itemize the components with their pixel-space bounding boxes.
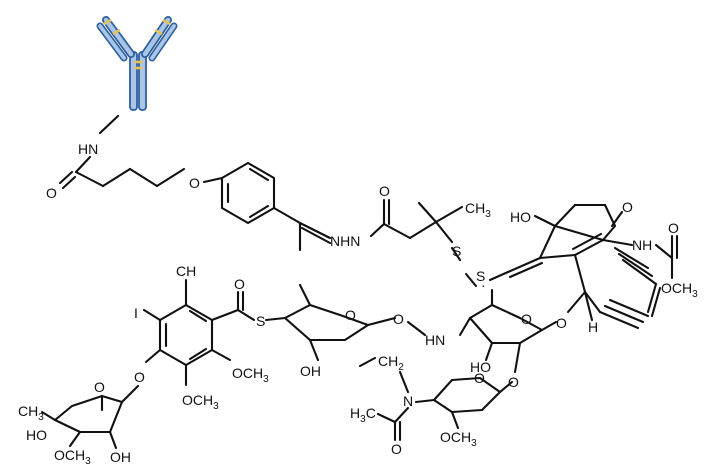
sulfur-1-label: S <box>452 243 461 259</box>
iodine-label: I <box>134 305 138 321</box>
sugar-b-ho-label: HO <box>470 359 491 375</box>
enediyne-core <box>533 203 662 330</box>
ketone-o-label: O <box>622 199 633 215</box>
hydrazone-bonds <box>272 198 464 252</box>
ethylamino-bonds <box>358 356 436 442</box>
thio-o-label: O <box>234 276 245 292</box>
phenoxy-o-label: O <box>189 175 200 191</box>
aryl-methyl-label: CH <box>176 263 196 279</box>
sugar-b-ring <box>458 288 558 374</box>
carbamate-och3-label: OCH3 <box>661 280 698 300</box>
sugar-a-ring-o-label: O <box>345 307 356 323</box>
linker-bonds <box>58 114 224 190</box>
aryl-och3-1-label: OCH3 <box>232 365 269 385</box>
sugar-b-methyl-label: · <box>481 277 486 293</box>
phenyl-ring <box>220 161 276 225</box>
sugar-a-ring <box>264 283 427 362</box>
sulfur-2-label: S <box>476 268 485 284</box>
amide-nh-label: HN <box>78 141 98 157</box>
sugar-b-o-label: O <box>508 374 519 390</box>
sugar-d-methyl-label: CH3 <box>18 403 44 423</box>
core-h-label: H <box>588 319 598 335</box>
hydrazide-o-label: O <box>379 183 390 199</box>
acetyl-o-label: O <box>391 441 402 457</box>
sugar-a-link-o-label: O <box>393 311 404 327</box>
thio-s-label: S <box>256 313 265 329</box>
sugar-a-oh-label: OH <box>300 363 321 379</box>
aryl-ring <box>142 278 232 387</box>
sugar-b-ring-o-label: O <box>521 311 532 327</box>
thioester-bonds <box>210 290 256 322</box>
sugar-d-oh-label: OH <box>110 449 131 465</box>
sugar-c-ring <box>432 376 514 430</box>
ethyl-ch2-label: CH2 <box>378 353 404 373</box>
antibody-icon <box>96 16 178 111</box>
sugar-hn-label: HN <box>425 332 445 348</box>
sugar-d-ho-label: HO <box>26 427 47 443</box>
nhn-label: NHN <box>330 233 360 249</box>
glycosidic-o-label: O <box>556 315 567 331</box>
sugar-d-och3-label: OCH3 <box>54 447 91 467</box>
carbamate-bonds <box>654 234 679 280</box>
sugar-c-och3-label: OCH3 <box>440 429 477 449</box>
acetyl-methyl-label: H3C <box>350 405 376 425</box>
core-ho-label: HO <box>510 209 531 225</box>
sugar-d-ring-o-label: O <box>94 379 105 395</box>
sugar-d-ring <box>40 384 140 450</box>
gem-methyl-label: CH3 <box>465 200 491 220</box>
disulfide-bonds <box>450 246 544 288</box>
carbamate-nh-label: NH <box>632 237 652 253</box>
carbamate-o-label: O <box>668 220 679 236</box>
aryl-glycosidic-o-label: O <box>134 369 145 385</box>
ethylamino-n-label: N <box>403 393 413 409</box>
aryl-och3-2-label: OCH3 <box>182 392 219 412</box>
amide-o-label: O <box>46 185 57 201</box>
sugar-c-ring-o-label: O <box>474 370 485 386</box>
